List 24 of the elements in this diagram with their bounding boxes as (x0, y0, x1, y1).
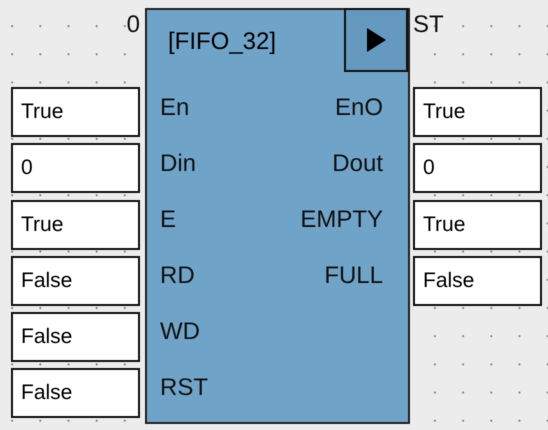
value-field: False (11, 256, 140, 306)
pin-label: WD (160, 317, 200, 347)
pin-label: Din (160, 149, 196, 179)
function-block (145, 8, 410, 424)
pin-label: RST (160, 373, 208, 403)
pin-label: Dout (332, 149, 383, 179)
value-field: True (413, 200, 542, 250)
pin-label: EMPTY (300, 205, 383, 235)
value-field: True (11, 200, 140, 250)
value-field: True (11, 87, 140, 137)
value-label: 0 (126, 10, 140, 40)
pin-label: En (160, 93, 190, 123)
value-field: False (11, 312, 140, 362)
block-title: [FIFO_32] (168, 27, 276, 57)
pin-label: FULL (324, 261, 383, 291)
value-field: 0 (11, 143, 140, 193)
pin-label: E (160, 205, 176, 235)
output-label: ST (413, 10, 444, 40)
value-field: False (11, 368, 140, 418)
value-field: False (413, 256, 542, 306)
value-field: True (413, 87, 542, 137)
pin-label: EnO (334, 93, 383, 123)
pin-label: RD (160, 261, 195, 291)
value-field: 0 (413, 143, 542, 193)
